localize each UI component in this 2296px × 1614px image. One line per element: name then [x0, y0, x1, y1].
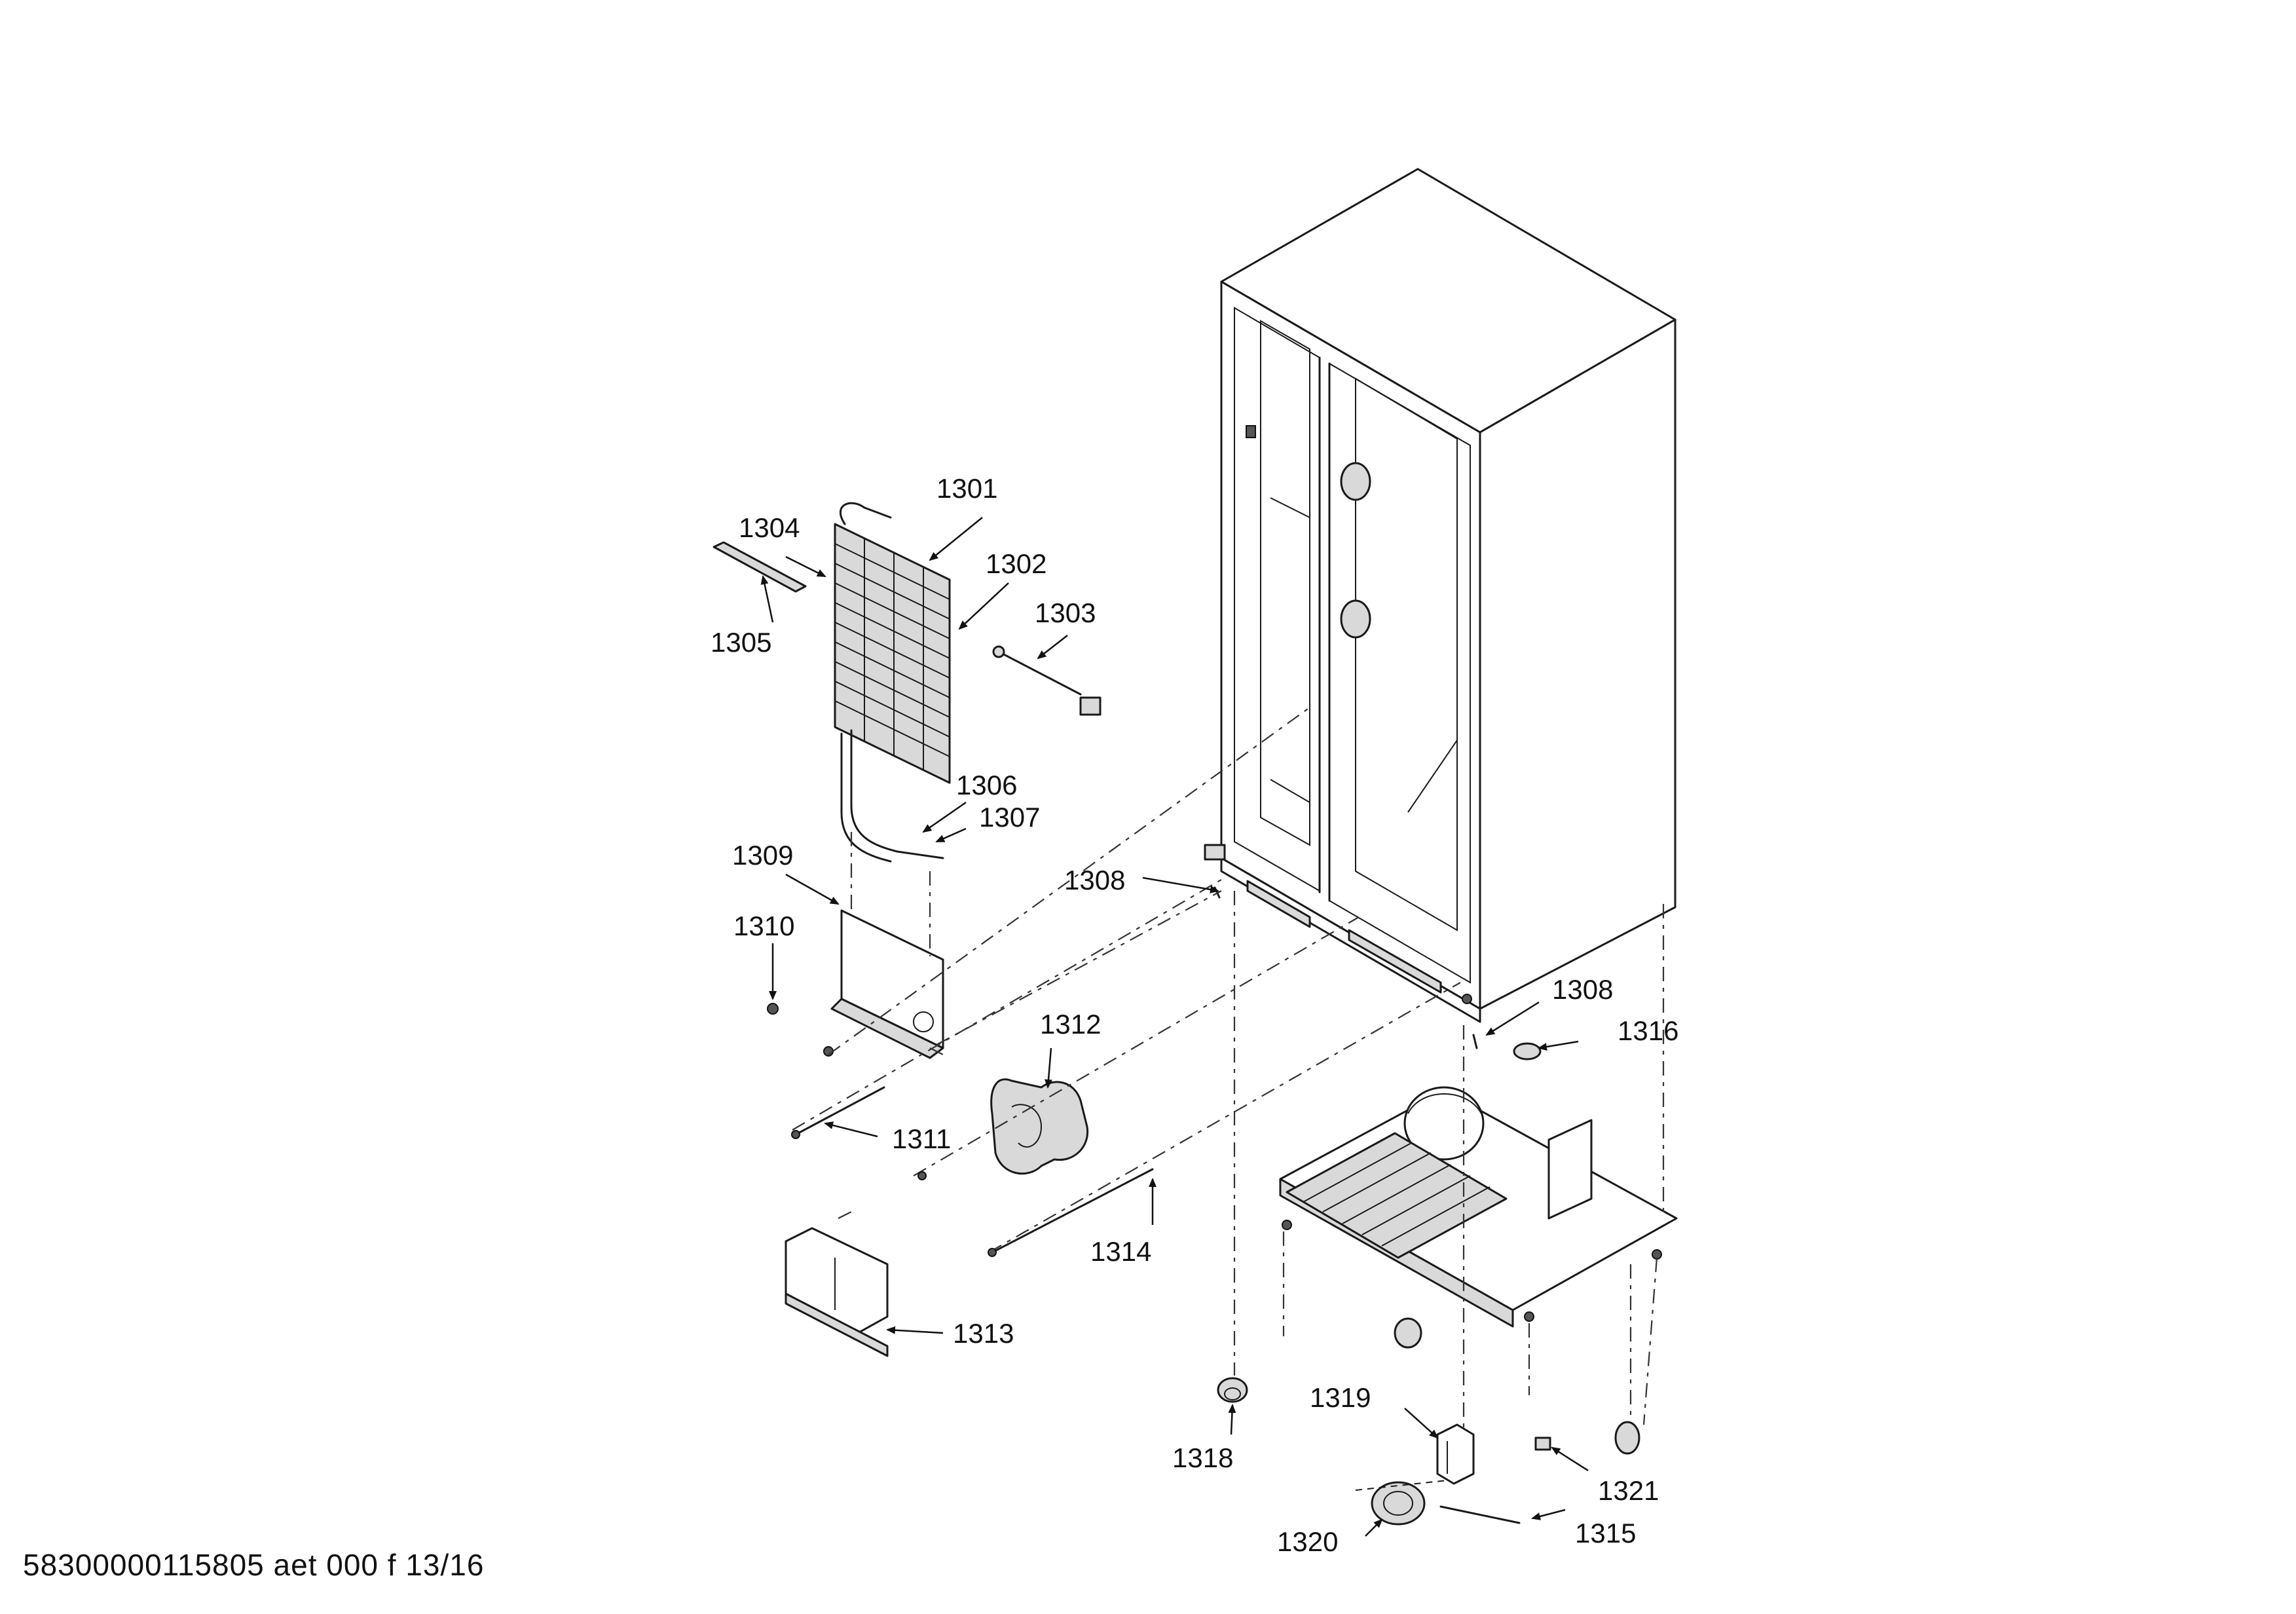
label-1308b: 1308 — [1552, 974, 1613, 1005]
roller-part — [1394, 1317, 1422, 1349]
label-1316: 1316 — [1618, 1015, 1678, 1046]
label-1309: 1309 — [732, 840, 793, 871]
label-1307: 1307 — [979, 802, 1040, 833]
leader-lines — [760, 517, 1589, 1537]
wheel-1320 — [1355, 1480, 1448, 1526]
label-1318: 1318 — [1172, 1442, 1233, 1473]
label-1302: 1302 — [986, 548, 1046, 579]
label-1311: 1311 — [892, 1123, 951, 1154]
bolt-1321 — [1534, 1436, 1551, 1451]
machine-compartment — [1279, 1086, 1678, 1328]
label-1321: 1321 — [1598, 1475, 1659, 1506]
cover-bracket — [785, 1227, 889, 1357]
label-1314: 1314 — [1090, 1236, 1151, 1267]
label-1304: 1304 — [739, 512, 800, 543]
label-1313: 1313 — [953, 1318, 1014, 1349]
label-1315: 1315 — [1575, 1518, 1636, 1548]
label-1306: 1306 — [956, 770, 1017, 800]
strip-part — [713, 541, 807, 593]
bracket-1319 — [1436, 1423, 1475, 1485]
label-1303: 1303 — [1035, 597, 1096, 628]
document-id: 58300000115805 aet 000 f 13/16 — [23, 1548, 485, 1582]
evaporator-coil — [834, 502, 951, 863]
part-labels: 1301 1302 1303 1304 1305 1306 1307 1308 … — [711, 473, 1678, 1557]
leveler-1316 — [1513, 1042, 1542, 1060]
drain-pan — [767, 909, 944, 1059]
label-1319: 1319 — [1310, 1382, 1371, 1413]
caster-1318 — [1217, 1377, 1248, 1403]
label-1301: 1301 — [936, 473, 997, 504]
sensor-part — [992, 645, 1102, 716]
assembly-lines — [792, 707, 1665, 1428]
label-1310: 1310 — [733, 910, 794, 941]
refrigerator-cabinet — [1204, 168, 1676, 1023]
label-1305: 1305 — [711, 627, 771, 658]
axle-1315 — [1439, 1505, 1521, 1524]
label-1308a: 1308 — [1064, 865, 1125, 895]
label-1320: 1320 — [1277, 1526, 1338, 1557]
label-1312: 1312 — [1040, 1009, 1101, 1040]
drain-tray — [990, 1078, 1089, 1175]
rods — [791, 1086, 1154, 1257]
caster-1321 — [1614, 1421, 1640, 1455]
